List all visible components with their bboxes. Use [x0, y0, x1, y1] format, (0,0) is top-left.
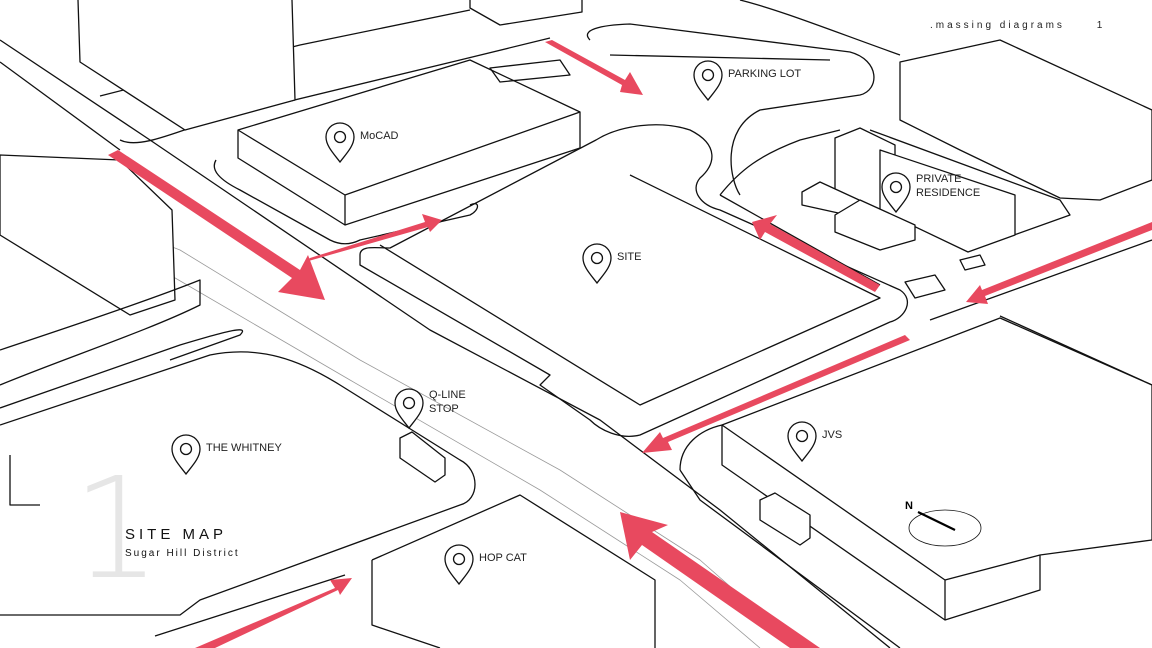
north-label: N [905, 500, 913, 512]
traffic-direction-arrow [545, 40, 643, 95]
traffic-direction-arrow [752, 215, 880, 292]
place-label: THE WHITNEY [206, 442, 282, 454]
map-title: SITE MAP [125, 526, 228, 543]
map-pin-dot-icon [590, 251, 604, 265]
map-pin-dot-icon [333, 130, 347, 144]
place-label-line: Q-LINE [429, 389, 466, 401]
place-label-line: PRIVATE [916, 173, 961, 185]
section-header: .massing diagrams 1 [930, 20, 1102, 31]
map-pin-dot-icon [795, 429, 809, 443]
compass: N [905, 500, 956, 531]
location-pins: MoCAD PARKING LOT PRIVATE RESIDENCE SITE Q-LI… [171, 60, 980, 586]
place-q-line-stop[interactable]: Q-LINE STOP [394, 388, 466, 430]
traffic-direction-arrow [966, 222, 1152, 304]
place-label: SITE [617, 251, 641, 263]
place-label-line: MoCAD [360, 130, 399, 142]
map-subtitle: Sugar Hill District [125, 548, 240, 559]
traffic-direction-arrow [108, 150, 325, 300]
place-label-line: JVS [822, 429, 842, 441]
title-number: 1 [72, 448, 162, 611]
place-label-line: STOP [429, 403, 459, 415]
place-label-line: SITE [617, 251, 641, 263]
traffic-arrows [108, 40, 1152, 648]
place-private-residence[interactable]: PRIVATE RESIDENCE [881, 172, 980, 214]
place-site[interactable]: SITE [582, 243, 641, 285]
place-label: PARKING LOT [728, 68, 801, 80]
map-pin-dot-icon [452, 552, 466, 566]
place-label-line: PARKING LOT [728, 68, 801, 80]
place-label: PRIVATE RESIDENCE [916, 173, 980, 199]
place-label-line: RESIDENCE [916, 187, 980, 199]
traffic-direction-arrow [642, 335, 910, 453]
place-label-line: HOP CAT [479, 552, 527, 564]
map-pin-dot-icon [179, 442, 193, 456]
page-number: 1 [1096, 20, 1103, 31]
place-label-line: THE WHITNEY [206, 442, 282, 454]
place-label: JVS [822, 429, 842, 441]
place-the-whitney[interactable]: THE WHITNEY [171, 434, 282, 476]
map-pin-dot-icon [889, 180, 903, 194]
traffic-direction-arrow [620, 512, 820, 648]
place-mocad[interactable]: MoCAD [325, 122, 399, 164]
map-pin-dot-icon [701, 68, 715, 82]
traffic-direction-arrow [195, 578, 352, 648]
place-parking-lot[interactable]: PARKING LOT [693, 60, 801, 102]
place-label: MoCAD [360, 130, 399, 142]
place-label: Q-LINE STOP [429, 389, 466, 415]
place-jvs[interactable]: JVS [787, 421, 842, 463]
place-hop-cat[interactable]: HOP CAT [444, 544, 527, 586]
place-label: HOP CAT [479, 552, 527, 564]
map-pin-dot-icon [402, 396, 416, 410]
section-title: .massing diagrams [930, 20, 1065, 31]
traffic-direction-arrow [305, 214, 442, 262]
